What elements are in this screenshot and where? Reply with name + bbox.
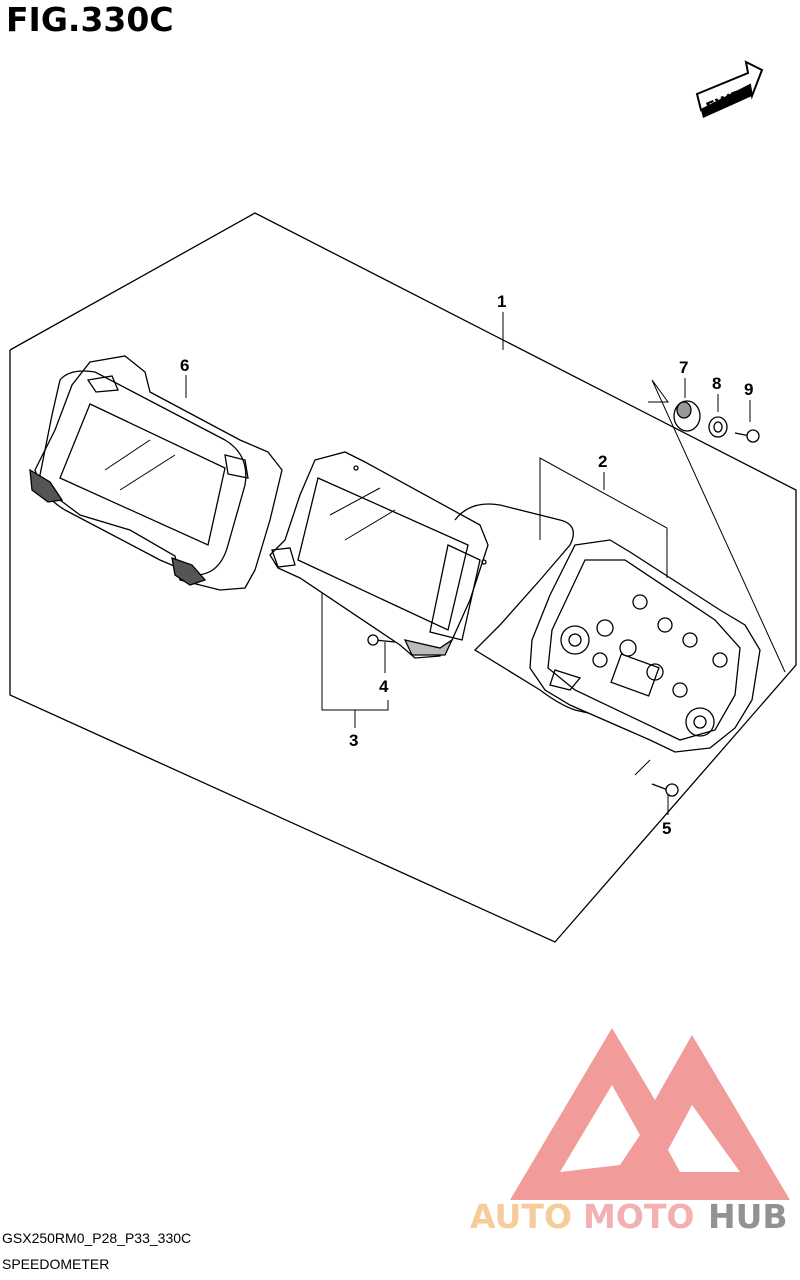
callout-2: 2 [598, 452, 607, 471]
callout-9: 9 [744, 380, 753, 399]
leader-lines [185, 312, 786, 815]
fwd-arrow-icon: FWD [695, 60, 764, 118]
screw-part-4 [367, 634, 396, 646]
meter-cover-part-6 [29, 355, 283, 591]
screw-part-9 [734, 429, 760, 443]
drawing-code: GSX250RM0_P28_P33_330C [2, 1230, 192, 1246]
figure-title: FIG.330C [6, 0, 174, 39]
wire-harness [454, 503, 621, 719]
callout-4: 4 [379, 677, 389, 696]
grommet-part-7 [673, 400, 701, 432]
drawing-name: SPEEDOMETER [2, 1256, 110, 1272]
lcd-unit-part-3 [269, 451, 489, 659]
callout-5: 5 [662, 819, 671, 838]
meter-case-part-2 [529, 539, 761, 753]
watermark-moto: MOTO [583, 1197, 694, 1236]
automotohub-logo-icon: AUTO MOTO HUB [470, 1028, 790, 1236]
callout-8: 8 [712, 374, 721, 393]
assembly-outline [9, 212, 797, 943]
callout-7: 7 [679, 358, 688, 377]
screw-part-5 [651, 783, 679, 797]
callout-3: 3 [349, 731, 358, 750]
watermark-hub: HUB [708, 1197, 788, 1236]
callout-6: 6 [180, 356, 189, 375]
watermark-auto: AUTO [470, 1197, 572, 1236]
callout-1: 1 [497, 292, 506, 311]
washer-part-8 [708, 416, 728, 438]
